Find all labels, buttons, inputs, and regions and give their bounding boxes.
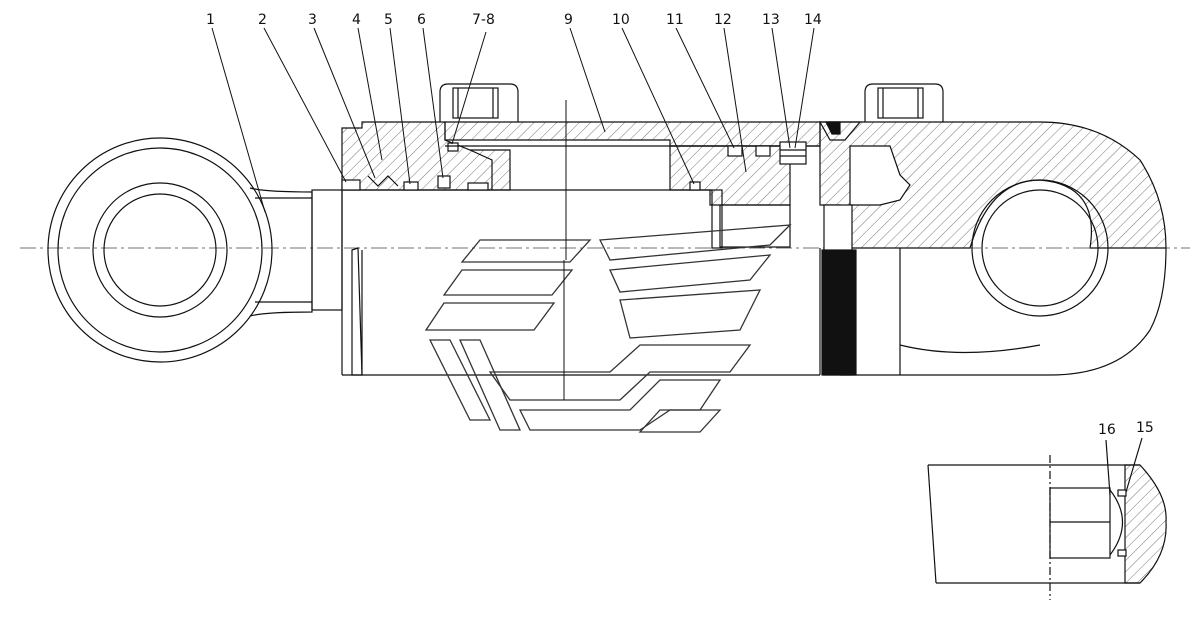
port-fitting-right [864, 83, 944, 122]
callout-labels: 1 2 3 4 5 6 7-8 9 10 11 12 13 14 16 15 [206, 12, 1154, 438]
callout-10: 10 [612, 12, 630, 28]
callout-4: 4 [352, 12, 361, 28]
cylinder-base-outline [819, 179, 1167, 376]
watermark-logo [424, 224, 792, 433]
break-line [563, 100, 567, 400]
callout-12: 12 [714, 12, 732, 28]
callout-1: 1 [206, 12, 215, 28]
callout-13: 13 [762, 12, 780, 28]
rod-eye [47, 137, 313, 363]
port-fitting-left [439, 83, 519, 122]
callout-11: 11 [666, 12, 684, 28]
callout-2: 2 [258, 12, 267, 28]
callout-7-8: 7-8 [472, 12, 495, 28]
cylinder-tube [444, 121, 821, 147]
cylinder-head [341, 121, 511, 191]
callout-leaders [211, 27, 815, 213]
cylinder-base [818, 121, 1167, 376]
piston [669, 141, 807, 249]
callout-5: 5 [384, 12, 393, 28]
callout-14: 14 [804, 12, 822, 28]
callout-9: 9 [564, 12, 573, 28]
callout-15: 15 [1136, 420, 1154, 436]
callout-16: 16 [1098, 422, 1116, 438]
detail-view [927, 437, 1167, 600]
callout-3: 3 [308, 12, 317, 28]
callout-6: 6 [417, 12, 426, 28]
